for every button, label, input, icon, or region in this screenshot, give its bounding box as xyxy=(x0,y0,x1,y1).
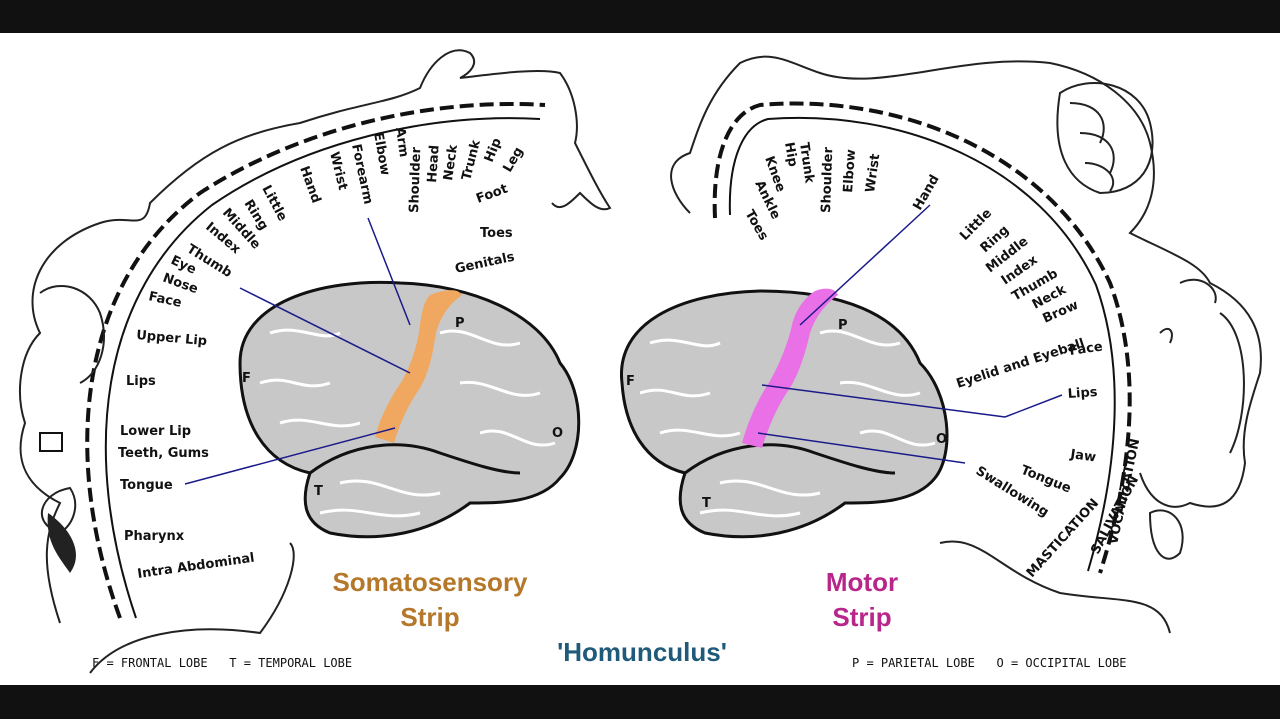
label-leg: Leg xyxy=(500,145,526,175)
motor-label-lips: Lips xyxy=(1067,385,1098,402)
label-trunk: Trunk xyxy=(459,138,484,182)
motor-label-shoulder: Shoulder xyxy=(819,146,836,213)
diagram-svg: F P O T Intra Abdominal Pharynx Tongue T… xyxy=(19,49,1262,674)
label-arm: Arm xyxy=(392,126,411,158)
label-head: Head xyxy=(425,145,443,184)
label-forearm: Forearm xyxy=(348,143,375,206)
legend-left: F = FRONTAL LOBE T = TEMPORAL LOBE xyxy=(92,656,352,670)
label-face: Face xyxy=(147,289,183,311)
sensory-homunculus-body-outline xyxy=(19,49,612,624)
motor-lobe-frontal: F xyxy=(626,374,635,389)
label-teeth-gums: Teeth, Gums xyxy=(118,446,209,461)
sensory-homunculus: F P O T xyxy=(19,49,612,674)
sensory-lobe-parietal: P xyxy=(455,316,465,331)
somatosensory-caption-line2: Strip xyxy=(400,602,459,632)
sensory-lobe-temporal: T xyxy=(314,484,323,499)
label-pharynx: Pharynx xyxy=(124,529,185,544)
label-tongue: Tongue xyxy=(120,478,173,493)
sensory-lobe-frontal: F xyxy=(242,371,251,386)
label-foot: Foot xyxy=(474,182,510,207)
motor-label-hip: Hip xyxy=(781,141,800,168)
motor-label-jaw: Jaw xyxy=(1068,447,1096,466)
motor-strip xyxy=(742,288,838,448)
sensory-cortex-arc xyxy=(85,102,546,619)
label-intra-abdominal: Intra Abdominal xyxy=(136,551,255,582)
motor-label-elbow: Elbow xyxy=(841,149,859,194)
top-black-bar xyxy=(0,0,1280,33)
sensory-brain xyxy=(238,280,581,539)
label-genitals: Genitals xyxy=(454,250,516,277)
motor-label-hand: Hand xyxy=(910,172,942,213)
motor-lobe-parietal: P xyxy=(838,318,848,333)
label-lips: Lips xyxy=(126,374,156,389)
motor-lobe-occipital: O xyxy=(936,432,947,447)
label-shoulder-text: Shoulder xyxy=(407,146,424,213)
motor-caption-line2: Strip xyxy=(832,602,891,632)
motor-label-eyelid-eyeball: Eyelid and Eyeball xyxy=(955,336,1087,392)
somatosensory-caption-line1: Somatosensory xyxy=(332,567,528,597)
bottom-black-bar xyxy=(0,685,1280,719)
label-toes: Toes xyxy=(480,226,513,241)
motor-cortex-arc xyxy=(712,101,1132,574)
motor-label-wrist: Wrist xyxy=(863,153,883,194)
motor-caption-line1: Motor xyxy=(826,567,898,597)
homunculus-diagram: F P O T Intra Abdominal Pharynx Tongue T… xyxy=(0,33,1280,685)
somatosensory-strip xyxy=(375,290,462,443)
label-wrist: Wrist xyxy=(326,150,350,191)
label-hand: Hand xyxy=(296,164,323,205)
motor-homunculus: F P O T xyxy=(620,55,1262,634)
label-elbow: Elbow xyxy=(370,131,392,177)
motor-brain xyxy=(620,288,949,539)
motor-lobe-temporal: T xyxy=(702,496,711,511)
motor-label-trunk: Trunk xyxy=(796,141,817,184)
sensory-lobe-occipital: O xyxy=(552,426,563,441)
label-hip: Hip xyxy=(482,136,505,164)
homunculus-title: 'Homunculus' xyxy=(557,637,727,667)
legend-right: P = PARIETAL LOBE O = OCCIPITAL LOBE xyxy=(852,656,1127,670)
motor-label-face: Face xyxy=(1068,339,1103,359)
label-lower-lip: Lower Lip xyxy=(120,424,191,439)
label-neck: Neck xyxy=(441,143,461,181)
label-upper-lip: Upper Lip xyxy=(136,328,208,349)
